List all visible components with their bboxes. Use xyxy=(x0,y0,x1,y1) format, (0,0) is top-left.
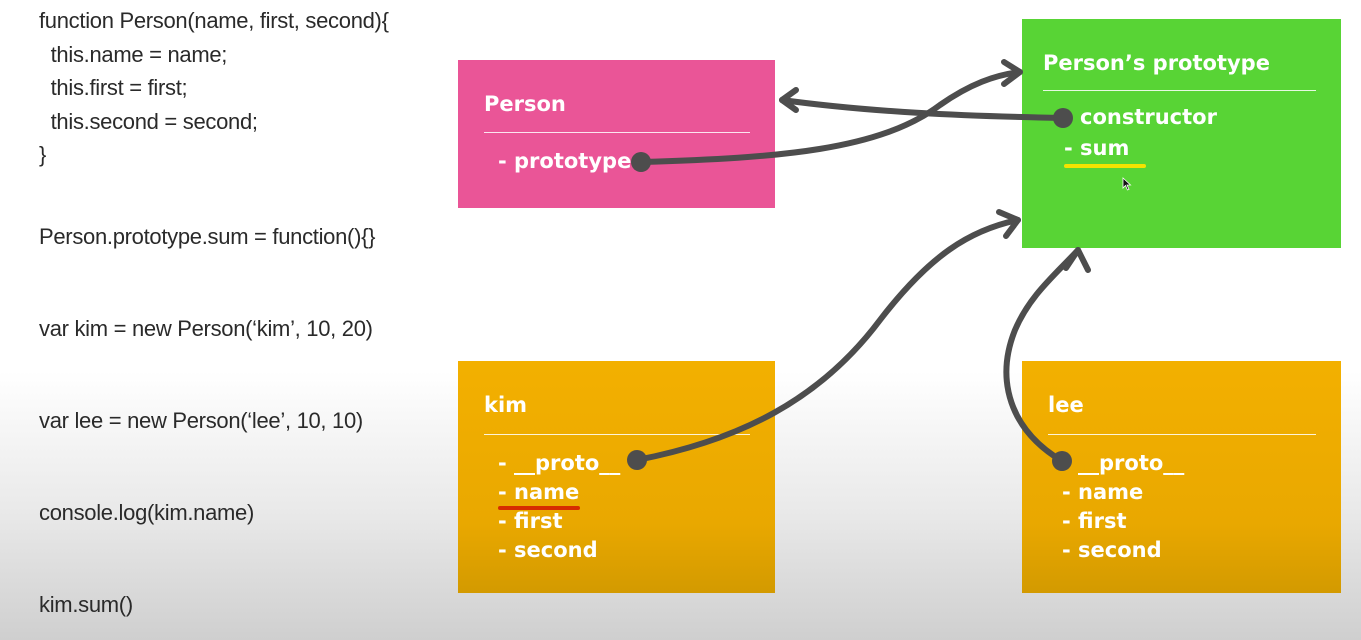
kim-object-box: kim - __proto__ - name - first - second xyxy=(458,361,775,593)
arrowhead xyxy=(996,209,1021,239)
person-title: Person xyxy=(484,92,566,116)
prototype-sum-item: - sum xyxy=(1064,136,1130,160)
kim-proto-link-arrow xyxy=(634,217,1021,463)
code-line: } xyxy=(39,142,47,167)
kim-proto-item: - __proto__ xyxy=(498,451,621,475)
lee-object-box: lee __proto__ - name - first - second xyxy=(1022,361,1341,593)
code-line: kim.sum() xyxy=(39,592,133,617)
divider xyxy=(1043,90,1316,91)
prototype-link-arrow xyxy=(638,69,1023,165)
divider xyxy=(484,434,750,435)
kim-second-item: - second xyxy=(498,538,598,562)
lee-second-item: - second xyxy=(1062,538,1162,562)
lee-proto-dot xyxy=(1052,451,1072,471)
code-line: this.first = first; xyxy=(39,75,188,100)
person-box: Person - prototype xyxy=(458,60,775,208)
lee-proto-item: __proto__ xyxy=(1078,451,1185,475)
lee-title: lee xyxy=(1048,393,1084,417)
kim-first-item: - first xyxy=(498,509,563,533)
code-line: var lee = new Person(‘lee’, 10, 10) xyxy=(39,408,363,433)
code-line: console.log(kim.name) xyxy=(39,500,255,525)
constructor-link-arrow xyxy=(779,97,1066,121)
kim-name-item: - name xyxy=(498,480,580,504)
sum-highlight xyxy=(1064,164,1146,168)
kim-proto-dot xyxy=(627,450,647,470)
constructor-dot xyxy=(1053,108,1073,128)
lee-name-item: - name xyxy=(1062,480,1144,504)
code-line: function Person(name, first, second){ xyxy=(39,8,389,33)
prototype-constructor-item: constructor xyxy=(1080,105,1217,129)
kim-title: kim xyxy=(484,393,528,417)
person-prototype-item: - prototype xyxy=(498,149,632,173)
prototype-dot xyxy=(631,152,651,172)
arrowhead xyxy=(1063,247,1091,273)
divider xyxy=(484,132,750,133)
person-prototype-box: Person’s prototype constructor - sum xyxy=(1022,19,1341,248)
mouse-cursor-icon xyxy=(1122,177,1132,191)
code-line: this.name = name; xyxy=(39,42,228,67)
lee-proto-link-arrow xyxy=(1003,247,1081,464)
arrowhead xyxy=(1001,59,1023,87)
arrowhead xyxy=(779,87,799,113)
code-line: var kim = new Person(‘kim’, 10, 20) xyxy=(39,316,373,341)
name-underline xyxy=(498,506,580,510)
code-line: this.second = second; xyxy=(39,109,258,134)
lee-first-item: - first xyxy=(1062,509,1127,533)
divider xyxy=(1048,434,1316,435)
code-line: Person.prototype.sum = function(){} xyxy=(39,224,376,249)
prototype-title: Person’s prototype xyxy=(1043,51,1270,75)
